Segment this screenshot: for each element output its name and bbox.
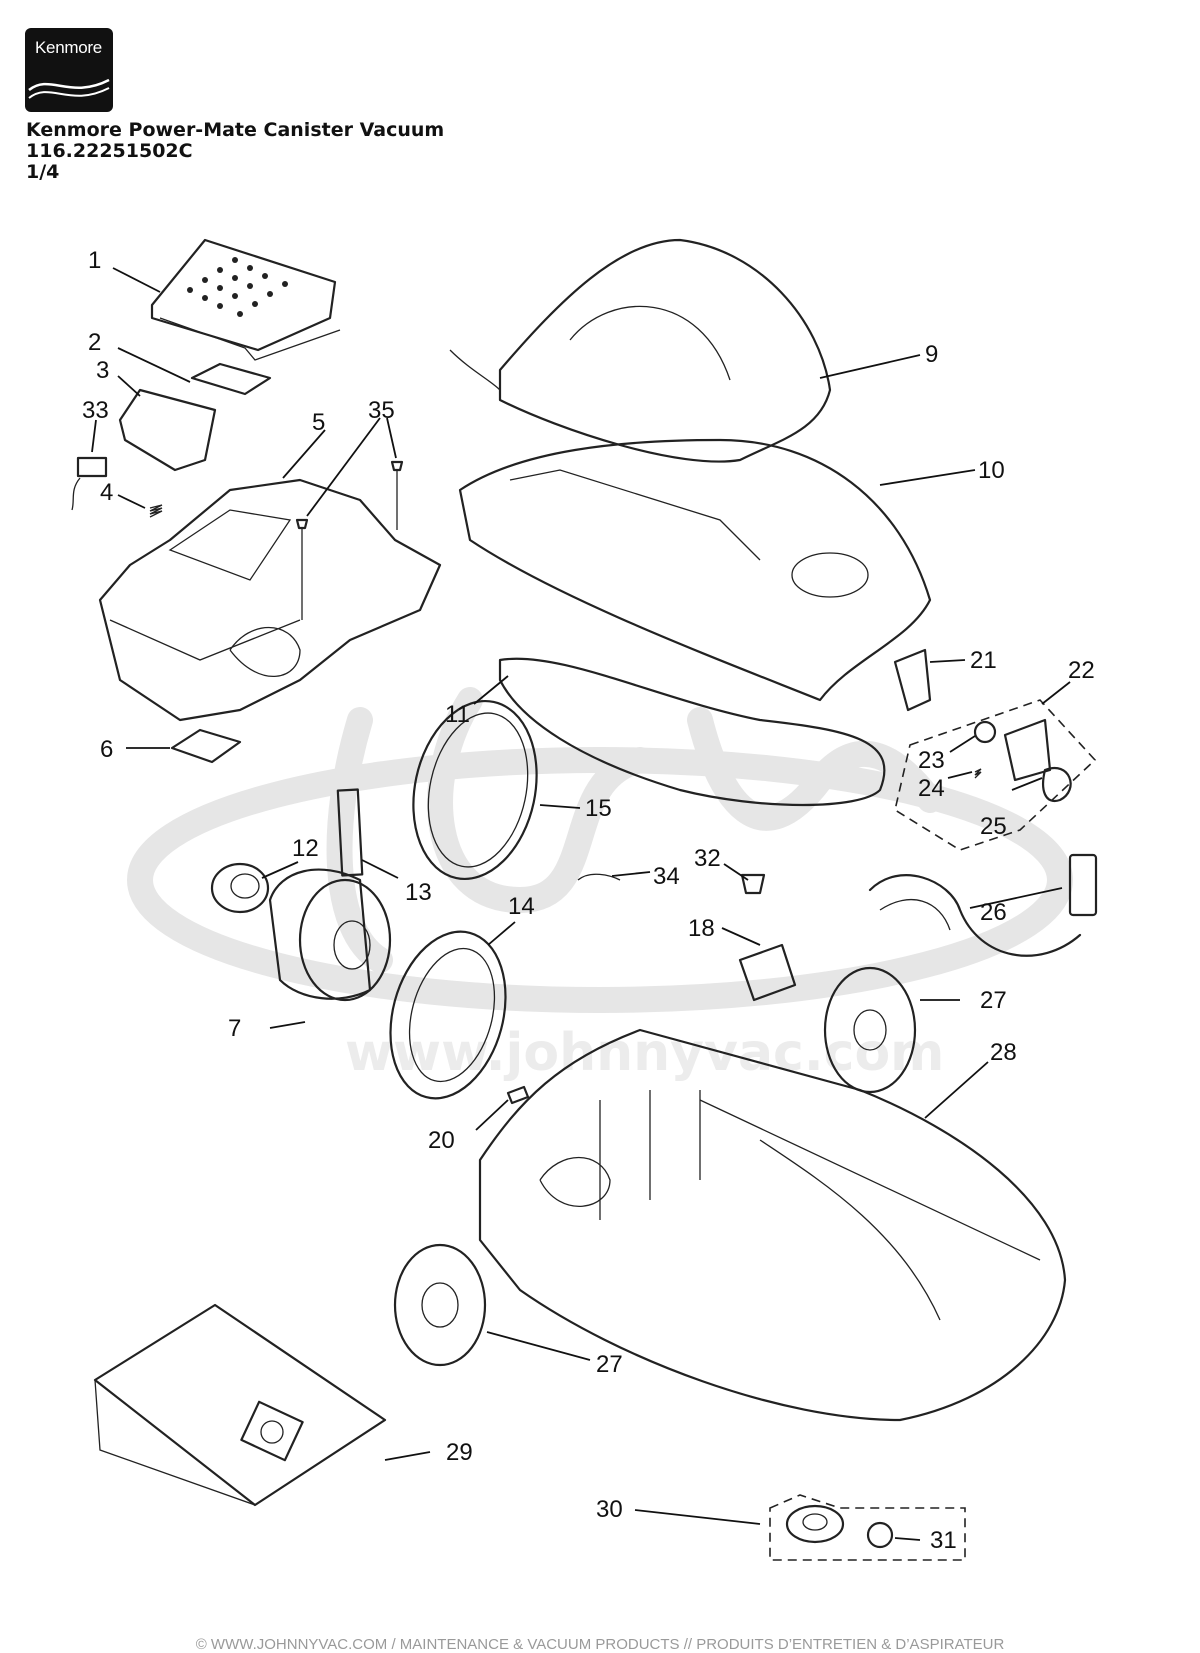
callout-10: 10 — [978, 457, 1005, 484]
callout-28: 28 — [990, 1039, 1017, 1066]
callout-7: 7 — [228, 1015, 241, 1042]
callout-26: 26 — [980, 899, 1007, 926]
part-30-31-caster-assembly — [769, 1494, 966, 1561]
callout-1: 1 — [88, 247, 101, 274]
part-3-filter-frame — [118, 388, 217, 472]
callout-27-right: 27 — [980, 987, 1007, 1014]
logo-swoosh-icon — [28, 78, 110, 99]
part-34-spring-clip — [577, 873, 621, 881]
part-29-dust-bag — [93, 1303, 387, 1507]
callout-27-left: 27 — [596, 1351, 623, 1378]
part-27-wheel-left — [393, 1243, 487, 1367]
leader-lines — [91, 267, 1071, 1541]
part-32-foot — [740, 873, 766, 895]
callout-2: 2 — [88, 329, 101, 356]
callout-21: 21 — [970, 647, 997, 674]
callout-5: 5 — [312, 409, 325, 436]
part-28-canister-base — [478, 1028, 1067, 1422]
callout-35: 35 — [368, 397, 395, 424]
page-title: Kenmore Power-Mate Canister Vacuum — [26, 119, 445, 141]
callout-29: 29 — [446, 1439, 473, 1466]
callout-25: 25 — [980, 813, 1007, 840]
copyright-footer: © WWW.JOHNNYVAC.COM / MAINTENANCE & VACU… — [195, 1636, 1005, 1653]
callout-9: 9 — [925, 341, 938, 368]
part-6-exhaust-filter — [170, 728, 242, 764]
callout-labels: 1 2 3 33 4 5 35 6 9 10 11 21 22 23 24 25… — [82, 247, 1095, 1554]
part-4-spring — [149, 504, 163, 518]
callout-11: 11 — [445, 701, 470, 728]
watermark-url: www.johnnyvac.com — [345, 1023, 944, 1083]
part-15-gasket — [412, 699, 538, 881]
part-5-motor-housing — [98, 478, 442, 722]
callout-34: 34 — [653, 863, 680, 890]
callout-18: 18 — [688, 915, 715, 942]
part-10-body-cover — [458, 438, 932, 702]
part-21-latch — [893, 648, 932, 712]
part-18-filter — [738, 943, 797, 1002]
callout-14: 14 — [508, 893, 535, 920]
logo-text: Kenmore — [35, 38, 102, 57]
callout-20: 20 — [428, 1127, 455, 1154]
callout-4: 4 — [100, 479, 113, 506]
callout-24: 24 — [918, 775, 945, 802]
page-number: 1/4 — [26, 161, 60, 183]
callout-22: 22 — [1068, 657, 1095, 684]
part-33-switch — [71, 456, 108, 511]
part-20-clip — [506, 1085, 530, 1105]
part-2-filter-pad — [190, 362, 272, 396]
part-1-filter-cover — [150, 238, 341, 361]
part-14-motor-ring — [389, 930, 507, 1100]
callout-30: 30 — [596, 1496, 623, 1523]
part-11-bumper — [498, 657, 886, 807]
part-7-motor — [268, 868, 392, 1002]
callout-6: 6 — [100, 736, 113, 763]
callout-23: 23 — [918, 747, 945, 774]
document-header: Kenmore Power-Mate Canister Vacuum 116.2… — [26, 120, 444, 183]
callout-12: 12 — [292, 835, 319, 862]
kenmore-logo: Kenmore — [25, 28, 113, 112]
part-27-wheel-right — [823, 966, 917, 1094]
callout-15: 15 — [585, 795, 612, 822]
callout-3: 3 — [96, 357, 109, 384]
callout-32: 32 — [694, 845, 721, 872]
part-26-power-cord — [868, 853, 1098, 957]
part-9-top-cover — [449, 238, 832, 463]
part-35-screws — [295, 460, 404, 620]
part-22-cord-assembly — [894, 699, 1097, 851]
part-13-foam-strip — [336, 788, 364, 877]
callout-33: 33 — [82, 397, 109, 424]
callout-13: 13 — [405, 879, 432, 906]
model-number: 116.22251502C — [26, 140, 193, 162]
part-12-motor-mount — [210, 862, 270, 914]
callout-31: 31 — [930, 1527, 957, 1554]
